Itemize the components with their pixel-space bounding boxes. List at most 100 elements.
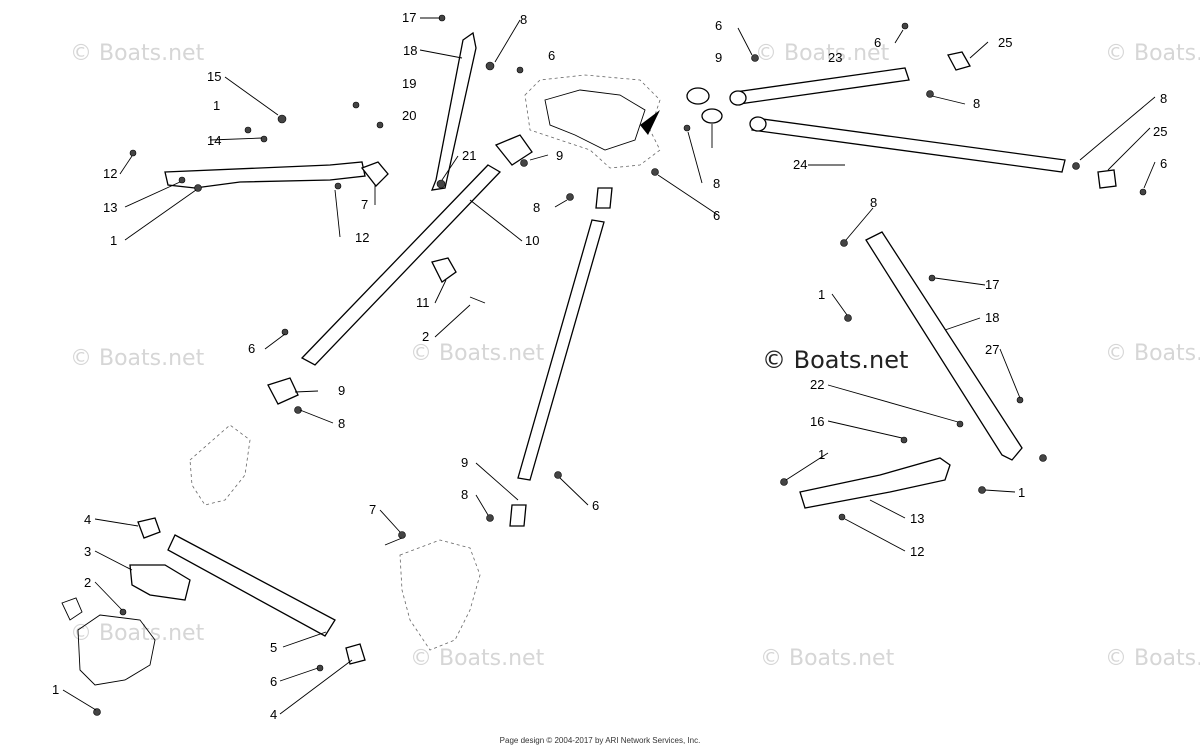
strap-18-left bbox=[430, 31, 477, 191]
bolt bbox=[928, 274, 936, 282]
callout-label: 8 bbox=[461, 487, 468, 502]
watermark: © Boats.net bbox=[410, 341, 545, 366]
callout-label: 8 bbox=[520, 12, 527, 27]
bracket-3 bbox=[129, 564, 191, 601]
callout-label: 1 bbox=[818, 447, 825, 462]
callout-label: 1 bbox=[1018, 485, 1025, 500]
bolt bbox=[751, 54, 759, 62]
watermark: © Boats.net bbox=[70, 621, 205, 646]
clamp-9-lower bbox=[267, 377, 299, 405]
tube-end bbox=[749, 116, 767, 132]
leader-lines bbox=[62, 17, 1156, 715]
bolt bbox=[838, 513, 846, 521]
callout-label: 8 bbox=[533, 200, 540, 215]
callout-label: 12 bbox=[103, 166, 117, 181]
callout-label: 12 bbox=[910, 544, 924, 559]
watermark: © Boats.net bbox=[410, 646, 545, 671]
clamp-9-bottom bbox=[509, 504, 527, 527]
callout-label: 7 bbox=[361, 197, 368, 212]
bolt bbox=[956, 420, 964, 428]
bolt bbox=[119, 608, 127, 616]
bolt bbox=[376, 121, 384, 129]
bolt bbox=[844, 314, 852, 322]
lower-bracket-outline bbox=[399, 539, 481, 651]
callout-label: 3 bbox=[84, 544, 91, 559]
watermark: © Boats.net bbox=[70, 346, 205, 371]
bolt bbox=[978, 486, 986, 494]
callout-label: 25 bbox=[998, 35, 1012, 50]
bolt bbox=[334, 182, 342, 190]
bolt bbox=[277, 114, 287, 124]
callout-label: 6 bbox=[270, 674, 277, 689]
bolt bbox=[352, 101, 360, 109]
callout-label: 13 bbox=[910, 511, 924, 526]
callout-label: 14 bbox=[207, 133, 221, 148]
tube-10-left bbox=[300, 164, 502, 366]
pin bbox=[469, 296, 486, 304]
bracket-4-bottom bbox=[345, 643, 366, 665]
callout-layer: 17 8 18 6 15 19 20 1 14 12 13 1 7 12 21 … bbox=[52, 10, 1167, 722]
bracket-7 bbox=[360, 161, 389, 187]
callout-label: 4 bbox=[270, 707, 277, 722]
callout-label: 4 bbox=[84, 512, 91, 527]
callout-label: 9 bbox=[556, 148, 563, 163]
bolt bbox=[93, 708, 101, 716]
callout-label: 27 bbox=[985, 342, 999, 357]
bolt bbox=[1139, 188, 1147, 196]
bolt bbox=[1039, 454, 1047, 462]
callout-label: 11 bbox=[416, 295, 430, 310]
bolt bbox=[901, 22, 909, 30]
callout-label: 19 bbox=[402, 76, 416, 91]
watermark: © Boats.net bbox=[1105, 646, 1200, 671]
callout-label: 2 bbox=[84, 575, 91, 590]
bolt bbox=[485, 61, 495, 71]
bolt bbox=[566, 193, 574, 201]
callout-label: 17 bbox=[985, 277, 999, 292]
callout-label: 6 bbox=[1160, 156, 1167, 171]
callout-label: 10 bbox=[525, 233, 539, 248]
callout-label: 6 bbox=[874, 35, 881, 50]
callout-label: 20 bbox=[402, 108, 416, 123]
bolt bbox=[129, 149, 137, 157]
callout-label: 21 bbox=[462, 148, 476, 163]
cap-25-top bbox=[947, 51, 971, 71]
bolt bbox=[780, 478, 788, 486]
callout-label: 22 bbox=[810, 377, 824, 392]
strap-18-right bbox=[865, 231, 1023, 461]
bolt bbox=[516, 66, 524, 74]
callout-label: 8 bbox=[713, 176, 720, 191]
callout-label: 18 bbox=[985, 310, 999, 325]
parts-art bbox=[61, 14, 1156, 716]
center-mount-outline bbox=[524, 74, 661, 169]
bolt bbox=[554, 471, 562, 479]
bolt bbox=[398, 531, 406, 539]
bolt bbox=[520, 159, 528, 167]
watermark: © Boats.net bbox=[755, 41, 890, 66]
sleeve-9b bbox=[701, 108, 723, 124]
bolt bbox=[281, 328, 289, 336]
callout-label: 1 bbox=[110, 233, 117, 248]
pointer-arrow bbox=[640, 110, 660, 135]
callout-label: 23 bbox=[828, 50, 842, 65]
callout-label: 1 bbox=[52, 682, 59, 697]
callout-label: 1 bbox=[818, 287, 825, 302]
callout-label: 16 bbox=[810, 414, 824, 429]
bracket-4-top bbox=[137, 517, 161, 539]
callout-label: 15 bbox=[207, 69, 221, 84]
bolt bbox=[486, 514, 494, 522]
tube-10-right bbox=[517, 219, 605, 481]
watermark-layer: © Boats.net © Boats.net © Boats.net © Bo… bbox=[70, 41, 1200, 671]
callout-label: 8 bbox=[338, 416, 345, 431]
bolt bbox=[194, 184, 202, 192]
callout-label: 7 bbox=[369, 502, 376, 517]
callout-label: 6 bbox=[548, 48, 555, 63]
watermark: © Boats.net bbox=[760, 646, 895, 671]
bolt bbox=[436, 179, 446, 189]
watermark: © Boats.net bbox=[1105, 41, 1200, 66]
bolt bbox=[651, 168, 659, 176]
clamp-9-top bbox=[494, 134, 533, 166]
tube-23 bbox=[734, 67, 910, 105]
callout-label: 6 bbox=[592, 498, 599, 513]
support-bar-right bbox=[799, 457, 951, 509]
